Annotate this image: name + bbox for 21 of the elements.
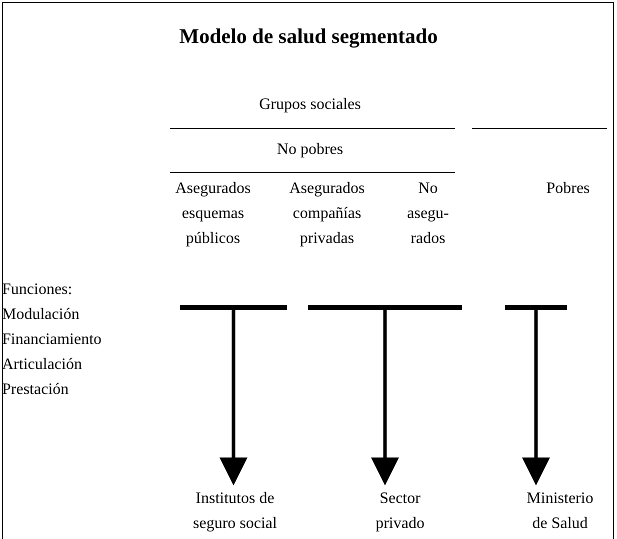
arrow <box>371 310 399 486</box>
arrow <box>220 310 248 486</box>
diagram-title: Modelo de salud segmentado <box>178 24 439 49</box>
node-label: Ministerio de Salud <box>518 486 602 536</box>
function-label: Prestación <box>2 380 69 400</box>
column-header: Asegurados esquemas públicos <box>174 179 252 249</box>
thick-bar <box>505 305 567 310</box>
arrow <box>522 310 550 486</box>
function-label: Articulación <box>2 355 82 375</box>
column-header: No asegu- rados <box>406 179 450 249</box>
function-label: Financiamiento <box>2 330 102 350</box>
thick-bar <box>180 305 287 310</box>
function-label: Modulación <box>2 305 80 325</box>
node-label: Institutos de seguro social <box>180 486 290 536</box>
column-header: Pobres <box>545 179 591 199</box>
column-header: Asegurados compañías privadas <box>288 179 366 249</box>
function-label: Funciones: <box>2 280 72 300</box>
column-header: Grupos sociales <box>258 95 362 115</box>
column-header: No pobres <box>276 140 344 160</box>
node-label: Sector privado <box>360 486 440 536</box>
thick-bar <box>308 305 462 310</box>
